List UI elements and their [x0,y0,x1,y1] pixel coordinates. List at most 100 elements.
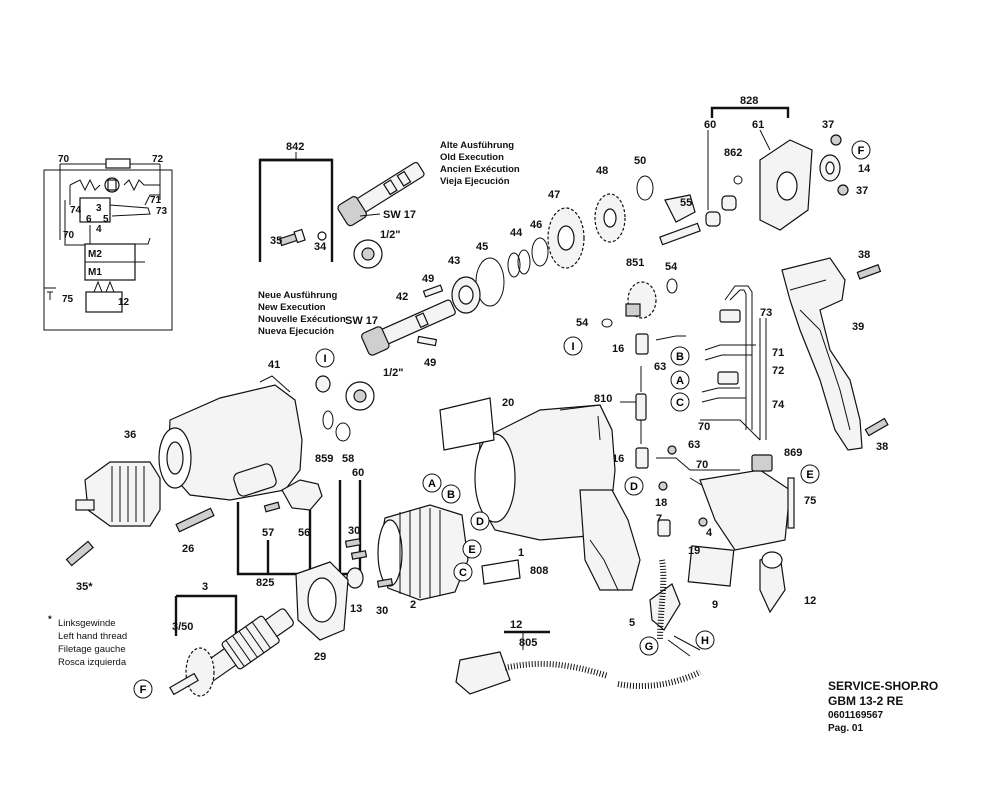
callout-g-cord: G [639,636,659,656]
label-49-bottom: 49 [424,357,436,369]
callout-h-cord: H [695,630,715,650]
label-half-inch-old: 1/2" [380,229,401,241]
svg-text:I: I [571,341,574,353]
lh-thread-en: Left hand thread [58,631,127,642]
label-37-bottom: 37 [856,185,868,197]
handle-shell [781,257,889,451]
gear-parts [451,106,849,328]
label-sw17-new: SW 17 [345,315,378,327]
gear-housing [158,375,351,513]
callout-e-stator: E [462,539,482,559]
label-38-bottom: 38 [876,441,888,453]
label-37-top: 37 [822,119,834,131]
label-859: 859 [315,453,333,465]
label-36: 36 [124,429,136,441]
label-50: 50 [634,155,646,167]
svg-text:D: D [630,481,638,493]
fan-baffle [295,561,349,641]
callout-b-right: B [670,346,690,366]
label-842: 842 [286,141,304,153]
label-12-text: 12 [804,595,816,607]
wire-label-4: 4 [96,224,102,235]
new-execution-de: Neue Ausführung [258,290,338,301]
label-61: 61 [752,119,764,131]
label-828: 828 [740,95,758,107]
label-71: 71 [772,347,784,359]
label-57: 57 [262,527,274,539]
label-63-top: 63 [654,361,666,373]
label-42: 42 [396,291,408,303]
wire-label-m1: M1 [88,267,102,278]
label-18: 18 [655,497,667,509]
label-810: 810 [594,393,612,405]
label-4: 4 [706,527,713,539]
label-26: 26 [182,543,194,555]
svg-text:B: B [676,351,684,363]
label-35: 35 [270,235,282,247]
label-49-top: 49 [422,273,434,285]
label-16-bottom: 16 [612,453,624,465]
label-half-inch-new: 1/2" [383,367,404,379]
svg-text:C: C [676,397,684,409]
svg-text:A: A [428,478,436,490]
label-63-bottom: 63 [688,439,700,451]
label-2: 2 [410,599,416,611]
callout-a-right: A [670,370,690,390]
svg-text:B: B [447,489,455,501]
wire-label-71: 71 [150,195,162,206]
callout-i-right: I [563,336,583,356]
wire-label-75: 75 [62,294,74,305]
lh-thread-es: Rosca izquierda [58,657,127,668]
label-30-bottom: 30 [376,605,388,617]
callout-c-right: C [670,392,690,412]
label-825: 825 [256,577,274,589]
label-7: 7 [656,513,662,525]
label-46: 46 [530,219,542,231]
svg-text:G: G [645,641,654,653]
label-6: 5 [629,617,635,629]
callout-a-stator: A [422,473,442,493]
callout-d-switch: D [624,476,644,496]
label-56: 56 [298,527,310,539]
wire-label-72: 72 [152,154,164,165]
label-1: 1 [518,547,524,559]
old-execution-es: Vieja Ejecución [440,176,510,187]
label-74: 74 [772,399,785,411]
svg-text:A: A [676,375,684,387]
callout-f-armature: F [133,679,153,699]
label-16-top: 16 [612,343,624,355]
old-execution-de: Alte Ausführung [440,140,514,151]
wire-label-70b: 70 [63,230,75,241]
label-43: 43 [448,255,460,267]
label-9: 9 [712,599,718,611]
label-72: 72 [772,365,784,377]
label-58: 58 [342,453,354,465]
armature [169,594,294,697]
label-19: 19 [688,545,700,557]
label-48: 48 [596,165,608,177]
label-34: 34 [314,241,327,253]
power-cord [455,559,702,695]
wire-label-3: 3 [96,203,102,214]
internal-wiring [635,285,795,614]
label-13: 13 [350,603,362,615]
label-sw17-old: SW 17 [383,209,416,221]
drill-chuck [65,461,215,567]
label-38-top: 38 [858,249,870,261]
callout-e-switch: E [800,464,820,484]
label-805: 12 [510,619,522,631]
svg-text:E: E [468,544,475,556]
label-30-top: 30 [348,525,360,537]
lh-thread-de: Linksgewinde [58,618,116,629]
callout-c-stator: C [453,562,473,582]
callout-b-stator: B [441,484,461,504]
svg-text:C: C [459,567,467,579]
label-862: 862 [724,147,742,159]
label-47: 47 [548,189,560,201]
wire-label-5: 5 [103,214,109,225]
svg-text:H: H [701,635,709,647]
wiring-schematic: 70 72 71 73 74 3 6 5 4 70 M2 M1 75 12 [43,154,173,331]
lh-thread-fr: Filetage gauche [58,644,126,655]
label-70-mid: 70 [698,421,710,433]
